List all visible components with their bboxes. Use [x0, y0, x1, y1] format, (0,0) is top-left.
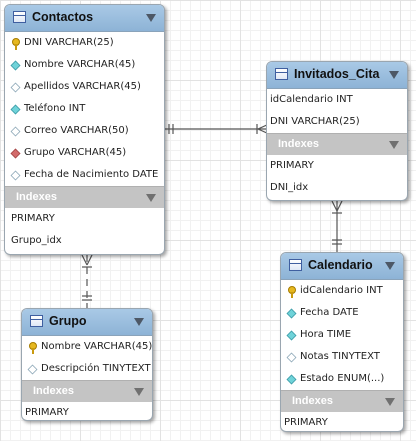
table-title: Invitados_Cita	[294, 67, 380, 81]
column-row[interactable]: DNI VARCHAR(25)	[5, 32, 164, 54]
column-name: Hora TIME	[300, 329, 352, 340]
collapse-arrow-icon[interactable]	[385, 398, 395, 406]
indexes-label: Indexes	[292, 395, 333, 407]
table-header[interactable]: Contactos	[5, 5, 164, 32]
column-name: idCalendario INT	[270, 94, 353, 105]
not-null-column-icon	[10, 104, 21, 114]
collapse-arrow-icon[interactable]	[385, 262, 395, 270]
indexes-header[interactable]: Indexes	[5, 186, 164, 208]
relationship-contactos-invitados[interactable]	[164, 123, 270, 135]
not-null-column-icon	[286, 330, 297, 340]
column-row[interactable]: DNI VARCHAR(25)	[267, 111, 407, 133]
column-row[interactable]: Hora TIME	[281, 324, 403, 346]
table-title: Calendario	[308, 258, 373, 272]
indexes-header[interactable]: Indexes	[22, 380, 152, 402]
index-row[interactable]: Grupo_idx	[11, 235, 62, 246]
table-icon	[275, 68, 288, 80]
nullable-column-icon	[10, 126, 21, 136]
table-icon	[13, 11, 26, 23]
primary-key-icon	[287, 285, 296, 298]
column-row[interactable]: Nombre VARCHAR(45)	[5, 54, 164, 76]
not-null-column-icon	[10, 60, 21, 70]
nullable-column-icon	[27, 364, 38, 374]
column-name: Apellidos VARCHAR(45)	[24, 81, 141, 92]
indexes-header[interactable]: Indexes	[267, 133, 407, 155]
column-name: Nombre VARCHAR(45)	[41, 341, 153, 352]
column-name: Notas TINYTEXT	[300, 351, 380, 362]
not-null-column-icon	[286, 374, 297, 384]
column-name: DNI VARCHAR(25)	[270, 116, 360, 127]
table-header[interactable]: Invitados_Cita	[267, 62, 407, 89]
table-icon	[289, 259, 302, 271]
column-name: Correo VARCHAR(50)	[24, 125, 129, 136]
column-row[interactable]: Nombre VARCHAR(45)	[22, 336, 152, 358]
collapse-arrow-icon[interactable]	[389, 71, 399, 79]
table-grupo[interactable]: Grupo Nombre VARCHAR(45) Descripción TIN…	[21, 308, 153, 421]
column-name: Nombre VARCHAR(45)	[24, 59, 136, 70]
collapse-arrow-icon[interactable]	[146, 14, 156, 22]
column-name: Descripción TINYTEXT	[41, 363, 151, 374]
column-row[interactable]: idCalendario INT	[267, 89, 407, 111]
collapse-arrow-icon[interactable]	[134, 318, 144, 326]
collapse-arrow-icon[interactable]	[134, 388, 144, 396]
column-name: Grupo VARCHAR(45)	[24, 147, 127, 158]
table-title: Contactos	[32, 10, 94, 24]
column-name: Fecha DATE	[300, 307, 359, 318]
index-row[interactable]: PRIMARY	[284, 417, 328, 428]
nullable-column-icon	[286, 352, 297, 362]
index-row[interactable]: PRIMARY	[270, 160, 314, 171]
column-row[interactable]: Notas TINYTEXT	[281, 346, 403, 368]
relationship-invitados-calendario[interactable]	[331, 200, 343, 253]
column-name: Estado ENUM(...)	[300, 373, 385, 384]
collapse-arrow-icon[interactable]	[389, 141, 399, 149]
nullable-column-icon	[10, 82, 21, 92]
table-header[interactable]: Calendario	[281, 253, 403, 280]
column-name: DNI VARCHAR(25)	[24, 37, 114, 48]
indexes-label: Indexes	[16, 191, 57, 203]
column-row[interactable]: Fecha DATE	[281, 302, 403, 324]
index-row[interactable]: PRIMARY	[25, 407, 69, 418]
table-invitados-cita[interactable]: Invitados_Cita idCalendario INT DNI VARC…	[266, 61, 408, 201]
table-contactos[interactable]: Contactos DNI VARCHAR(25) Nombre VARCHAR…	[4, 4, 165, 255]
column-row[interactable]: Apellidos VARCHAR(45)	[5, 76, 164, 98]
index-row[interactable]: DNI_idx	[270, 182, 309, 193]
table-title: Grupo	[49, 314, 87, 328]
nullable-column-icon	[10, 170, 21, 180]
table-header[interactable]: Grupo	[22, 309, 152, 336]
column-row[interactable]: Estado ENUM(...)	[281, 368, 403, 390]
table-icon	[30, 315, 43, 327]
index-row[interactable]: PRIMARY	[11, 213, 55, 224]
column-row[interactable]: idCalendario INT	[281, 280, 403, 302]
collapse-arrow-icon[interactable]	[146, 194, 156, 202]
column-row[interactable]: Fecha de Nacimiento DATE	[5, 164, 164, 186]
table-calendario[interactable]: Calendario idCalendario INT Fecha DATE H…	[280, 252, 404, 432]
column-name: Fecha de Nacimiento DATE	[24, 169, 159, 180]
column-row[interactable]: Correo VARCHAR(50)	[5, 120, 164, 142]
indexes-label: Indexes	[33, 385, 74, 397]
column-name: idCalendario INT	[300, 285, 383, 296]
column-row[interactable]: Descripción TINYTEXT	[22, 358, 152, 380]
column-row[interactable]: Grupo VARCHAR(45)	[5, 142, 164, 164]
primary-key-icon	[28, 341, 37, 354]
relationship-contactos-grupo[interactable]	[81, 254, 93, 309]
foreign-key-column-icon	[10, 148, 21, 158]
not-null-column-icon	[286, 308, 297, 318]
indexes-header[interactable]: Indexes	[281, 390, 403, 412]
primary-key-icon	[11, 37, 20, 50]
indexes-label: Indexes	[278, 138, 319, 150]
column-row[interactable]: Teléfono INT	[5, 98, 164, 120]
column-name: Teléfono INT	[24, 103, 86, 114]
